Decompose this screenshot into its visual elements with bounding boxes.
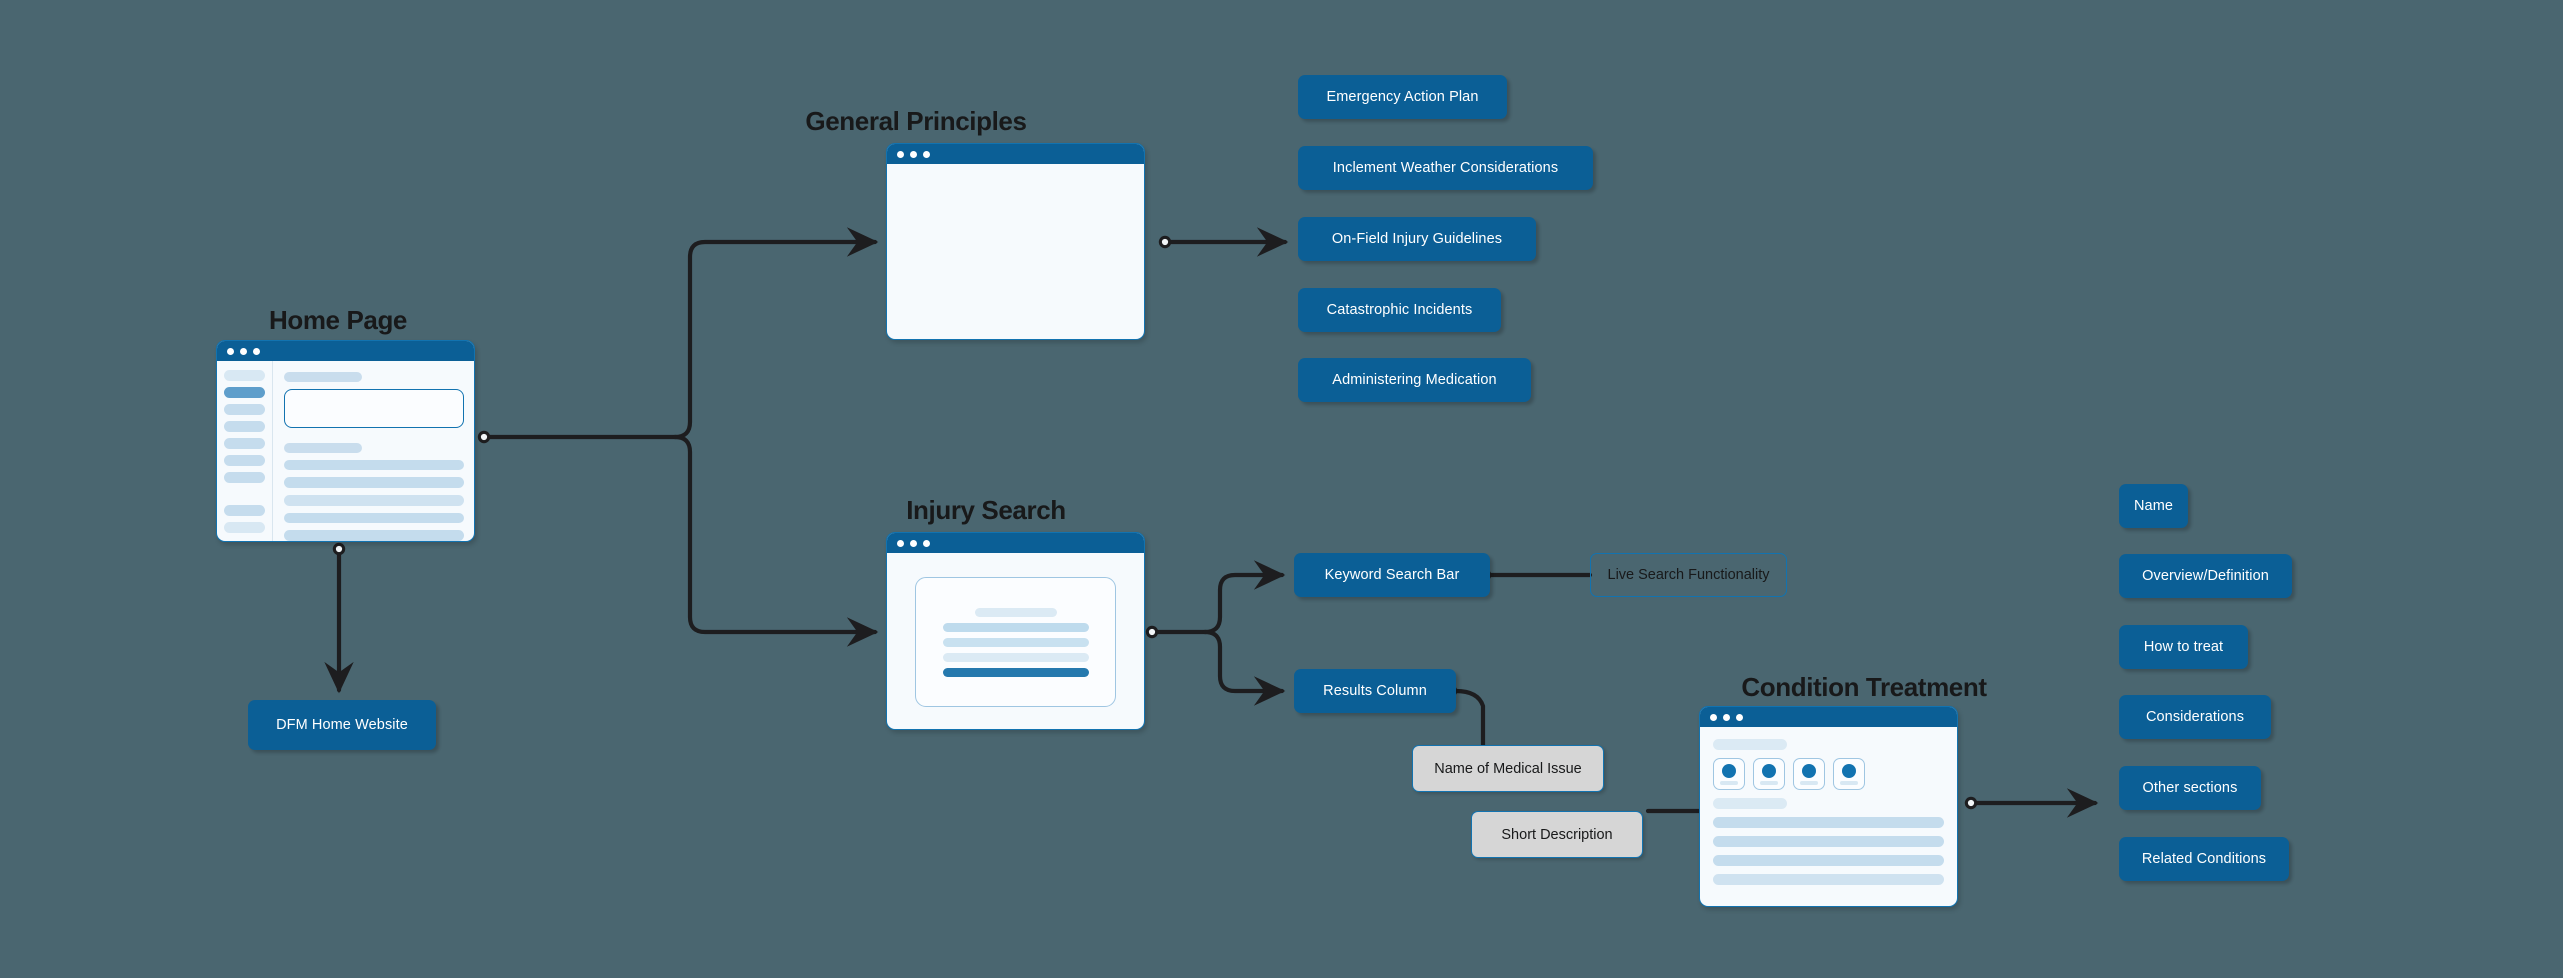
content-row[interactable] [1713,836,1944,847]
window-dot-maximize-icon [1736,713,1743,721]
section-heading-placeholder [1713,798,1787,809]
window-dot-maximize-icon [923,539,930,547]
content-row[interactable] [284,495,464,506]
sidebar-item[interactable] [224,472,265,483]
tile-circle-icon [1722,763,1736,778]
tile-caption [1840,780,1858,785]
general-principles-item-inclement-weather-considerations[interactable]: Inclement Weather Considerations [1298,146,1593,190]
window-dot-maximize-icon [923,150,930,158]
general-principles-body [887,164,1144,339]
page-title-home-page: Home Page [268,305,407,335]
search-card [915,577,1116,707]
result-name-box[interactable]: Name of Medical Issue [1412,745,1604,792]
sidebar-item[interactable] [224,421,265,432]
search-card-submit[interactable] [942,667,1089,677]
window-titlebar [887,533,1144,553]
window-titlebar [217,341,474,361]
window-dot-maximize-icon [253,347,260,355]
injury-search-item-results-column[interactable]: Results Column [1294,669,1456,713]
general-principles-item-administering-medication[interactable]: Administering Medication [1298,358,1531,402]
condition-section-related-conditions[interactable]: Related Conditions [2119,837,2289,881]
content-row[interactable] [284,512,464,524]
wire-results-to-name [1453,688,1486,748]
sidebar-item[interactable] [224,438,265,449]
window-titlebar [887,144,1144,164]
general-principles-item-catastrophic-incidents[interactable]: Catastrophic Incidents [1298,288,1501,332]
search-card-row [942,652,1089,662]
condition-section-how-to-treat[interactable]: How to treat [2119,625,2248,669]
search-card-heading [974,607,1057,617]
content-heading-placeholder [1713,739,1787,750]
condition-treatment-content [1700,727,1957,906]
window-dot-minimize-icon [1723,713,1730,721]
home-page-window[interactable] [216,340,475,542]
treatment-tiles [1713,758,1944,790]
home-page-sidebar [217,361,273,541]
content-row[interactable] [1713,817,1944,828]
search-card-row [942,637,1089,647]
home-page-sidebar-footer [224,505,265,533]
sidebar-footer-item[interactable] [224,522,265,533]
tile-circle-icon [1762,763,1776,778]
result-description-box[interactable]: Short Description [1471,811,1643,858]
window-titlebar [1700,707,1957,727]
sidebar-item[interactable] [224,404,265,415]
hero-panel[interactable] [284,388,464,429]
window-dot-close-icon [897,150,904,158]
page-title-general-principles: General Principles [805,106,1027,136]
tile-caption [1760,780,1778,785]
window-dot-close-icon [227,347,234,355]
condition-treatment-window[interactable] [1699,706,1958,907]
injury-search-window[interactable] [886,532,1145,730]
tile-circle-icon [1802,763,1816,778]
tile-circle-icon [1842,763,1856,778]
window-dot-close-icon [897,539,904,547]
general-principles-window[interactable] [886,143,1145,340]
content-row[interactable] [1713,855,1944,866]
tile-caption [1720,780,1738,785]
wire-injury-to-results [1202,629,1286,706]
section-heading-placeholder [284,443,362,453]
general-principles-item-on-field-injury-guidelines[interactable]: On-Field Injury Guidelines [1298,217,1536,261]
treatment-tile[interactable] [1793,758,1825,790]
treatment-tile[interactable] [1833,758,1865,790]
condition-section-considerations[interactable]: Considerations [2119,695,2271,739]
content-row[interactable] [284,530,464,541]
condition-section-other-sections[interactable]: Other sections [2119,766,2261,810]
wire-home-to-general [672,227,879,440]
content-row[interactable] [284,459,464,471]
page-title-condition-treatment: Condition Treatment [1741,672,1987,702]
window-dot-minimize-icon [910,539,917,547]
condition-section-overview-definition[interactable]: Overview/Definition [2119,554,2292,598]
search-card-row [942,622,1089,632]
content-heading-placeholder [284,372,362,382]
sidebar-item[interactable] [224,455,265,466]
sidebar-item-active[interactable] [224,387,265,398]
injury-search-item-keyword-search-bar[interactable]: Keyword Search Bar [1294,553,1490,597]
page-title-injury-search: Injury Search [906,495,1066,525]
dfm-home-website-button[interactable]: DFM Home Website [248,700,436,750]
sidebar-footer-item[interactable] [224,505,265,516]
window-dot-minimize-icon [910,150,917,158]
injury-search-body [887,553,1144,729]
content-row[interactable] [1713,874,1944,885]
sidebar-item-logo[interactable] [224,370,265,381]
wire-home-to-injury [672,434,879,647]
condition-treatment-body [1700,727,1957,906]
tile-caption [1800,780,1818,785]
general-principles-item-emergency-action-plan[interactable]: Emergency Action Plan [1298,75,1507,119]
window-dot-minimize-icon [240,347,247,355]
home-page-main [273,361,474,541]
window-dot-close-icon [1710,713,1717,721]
wire-injury-to-keyword [1202,560,1286,635]
live-search-functionality-box[interactable]: Live Search Functionality [1590,553,1787,597]
treatment-tile[interactable] [1753,758,1785,790]
content-row[interactable] [284,477,464,489]
treatment-tile[interactable] [1713,758,1745,790]
condition-section-name[interactable]: Name [2119,484,2188,528]
home-page-body [217,361,474,541]
